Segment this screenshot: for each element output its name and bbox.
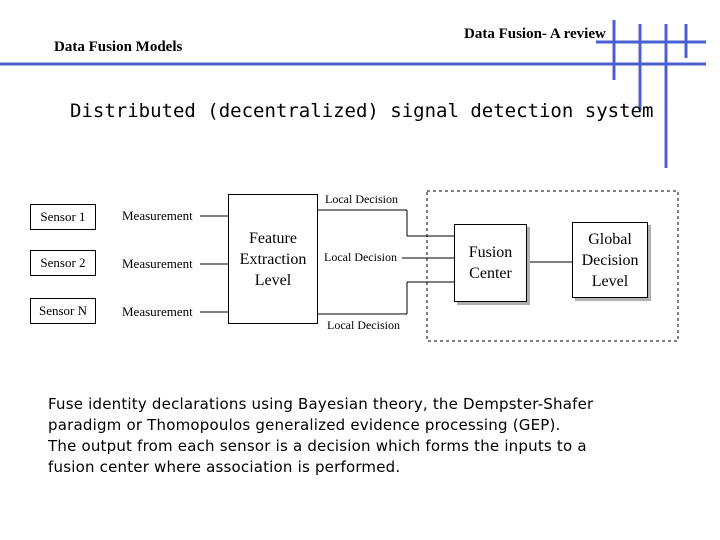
feature-line-3: Level: [254, 271, 292, 289]
global-decision-box: Global Decision Level: [572, 222, 648, 298]
local-decision-label-middle: Local Decision: [324, 250, 397, 264]
fusion-line-1: Fusion: [468, 244, 513, 261]
local-decision-label-top: Local Decision: [325, 192, 398, 206]
body-line-2: paradigm or Thomopoulos generalized evid…: [48, 416, 561, 434]
global-line-2: Decision: [581, 251, 639, 269]
feature-extraction-box: Feature Extraction Level: [228, 194, 318, 324]
sensor-2-box: Sensor 2: [30, 250, 96, 276]
feature-line-2: Extraction: [239, 250, 307, 268]
sensor-n-box: Sensor N: [30, 298, 96, 324]
body-line-4: fusion center where association is perfo…: [48, 458, 401, 476]
sensor-2-label: Sensor 2: [40, 255, 86, 270]
body-line-3: The output from each sensor is a decisio…: [48, 437, 587, 455]
sensor-1-box: Sensor 1: [30, 204, 96, 230]
measurement-label-2: Measurement: [122, 256, 193, 271]
header-right-title: Data Fusion- A review: [464, 26, 606, 42]
slide-title: Distributed (decentralized) signal detec…: [70, 100, 654, 122]
global-line-3: Level: [591, 272, 629, 290]
body-line-1: Fuse identity declarations using Bayesia…: [48, 395, 594, 413]
local-decision-label-bottom: Local Decision: [327, 318, 400, 332]
fusion-enclosure: [426, 190, 679, 342]
global-line-1: Global: [588, 230, 632, 248]
sensor-1-label: Sensor 1: [40, 209, 86, 224]
fusion-center-box: Fusion Center: [454, 224, 527, 302]
fusion-line-2: Center: [469, 265, 512, 282]
measurement-label-3: Measurement: [122, 304, 193, 319]
sensor-n-label: Sensor N: [38, 303, 88, 318]
body-paragraph: Fuse identity declarations using Bayesia…: [48, 394, 688, 478]
measurement-label-1: Measurement: [122, 208, 193, 223]
feature-line-1: Feature: [249, 229, 297, 247]
header-left-title: Data Fusion Models: [54, 39, 183, 55]
